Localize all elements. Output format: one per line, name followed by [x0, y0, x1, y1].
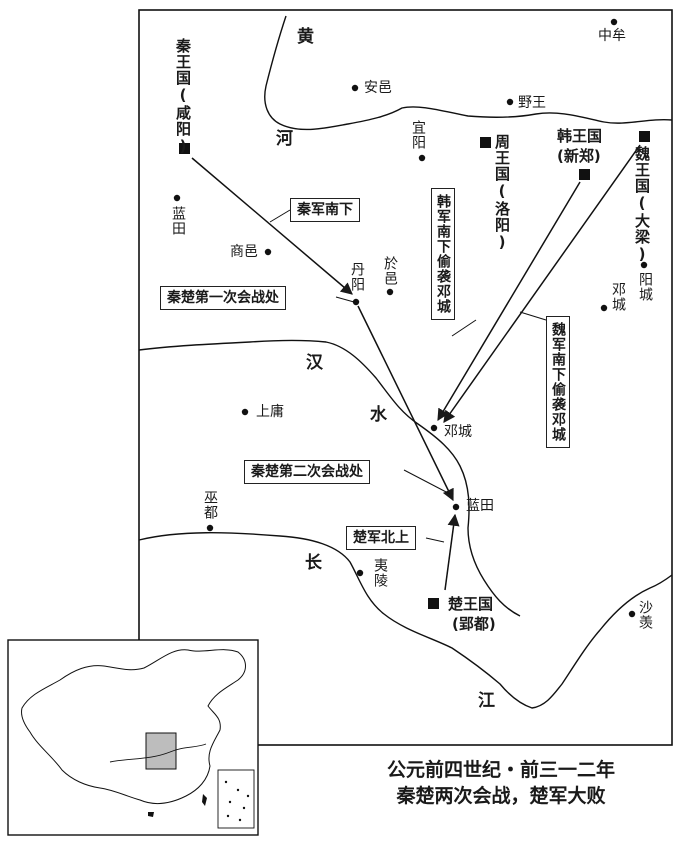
place-label-shaxian: 沙羡 — [637, 600, 653, 630]
river-label-shui: 水 — [370, 405, 387, 425]
china-outline — [21, 649, 246, 804]
han-river — [138, 339, 521, 617]
place-label-wudu: 巫都 — [202, 490, 218, 520]
place-label-yiyang: 宜阳 — [410, 120, 426, 150]
place-label-danyang: 丹阳 — [349, 262, 365, 292]
leader-qin-south — [269, 209, 291, 223]
capital-label-qin: 秦王国(咸阳) — [174, 38, 192, 156]
place-label-yiling: 夷陵 — [372, 558, 388, 588]
yellow-river — [264, 15, 673, 131]
annotation-han-raid: 韩军南下偷袭邓城 — [431, 188, 455, 320]
dot-lantian-qin — [173, 194, 181, 202]
capital-marker-qin — [179, 143, 190, 154]
hainan-island — [148, 812, 154, 817]
place-label-shangyong: 上庸 — [256, 404, 284, 420]
capital-marker-zhou — [480, 137, 491, 148]
dot-anyi — [351, 84, 359, 92]
dot-yuyi — [386, 288, 394, 296]
dot-shangyong — [241, 408, 249, 416]
place-label-anyi: 安邑 — [364, 80, 392, 96]
leader-battle1 — [335, 296, 355, 303]
annotation-wei-raid: 魏军南下偷袭邓城 — [546, 316, 570, 448]
annotation-battle1: 秦楚第一次会战处 — [160, 286, 286, 310]
map-title-line1: 公元前四世纪・前三一二年 — [386, 759, 615, 781]
wei-arrow — [443, 144, 641, 423]
river-label-jiang: 江 — [478, 691, 495, 711]
annotation-battle2: 秦楚第二次会战处 — [244, 460, 370, 484]
dot-zhongmou — [610, 18, 618, 26]
capital-label-han-2: (新郑) — [557, 147, 601, 165]
place-label-yuyi: 於邑 — [382, 256, 398, 286]
place-label-lantian-qin: 蓝田 — [170, 206, 186, 236]
dot-dengcheng — [430, 424, 438, 432]
capital-marker-chu — [428, 598, 439, 609]
river-label-huang: 黄 — [297, 27, 314, 47]
capital-label-chu-1: 楚王国 — [448, 595, 494, 613]
inset-islands — [224, 780, 250, 822]
place-label-zhongmou: 中牟 — [598, 28, 626, 44]
chu-arrow — [444, 513, 460, 591]
capital-label-zhou: 周王国(洛阳) — [493, 134, 511, 252]
place-label-yewang: 野王 — [518, 95, 546, 111]
place-label-dengcheng: 邓城 — [444, 424, 472, 440]
inset-highlight — [145, 732, 177, 770]
leader-han-raid — [451, 319, 477, 337]
dot-danyang — [352, 298, 360, 306]
dot-yewang — [506, 98, 514, 106]
annotation-chu-north: 楚军北上 — [346, 526, 416, 550]
qin-arrow — [191, 157, 353, 295]
capital-label-chu-2: (郢都) — [452, 615, 496, 633]
place-label-shangyi: 商邑 — [230, 244, 258, 260]
leader-battle2 — [403, 469, 451, 495]
capital-marker-wei — [639, 131, 650, 142]
dot-dengcheng-wei — [600, 304, 608, 312]
inset-river — [109, 743, 207, 763]
leader-wei-raid — [519, 311, 547, 321]
place-label-lantian-chu: 蓝田 — [466, 498, 494, 514]
inset-sea-box — [217, 769, 255, 829]
dot-yiling — [356, 569, 364, 577]
capital-label-han-1: 韩王国 — [557, 127, 603, 145]
yangtze-river — [138, 532, 673, 709]
annotation-qin-south: 秦军南下 — [290, 198, 360, 222]
han-arrow — [437, 181, 581, 422]
dot-lantian-chu — [452, 503, 460, 511]
leader-chu-north — [425, 537, 445, 543]
place-label-dengcheng-wei: 邓城 — [610, 282, 626, 312]
qin-arrow-2 — [357, 305, 454, 502]
dot-wudu — [206, 524, 214, 532]
capital-label-wei: 魏王国(大梁) — [633, 146, 651, 264]
river-label-he: 河 — [276, 129, 293, 149]
map-frame — [138, 9, 673, 746]
dot-shangyi — [264, 248, 272, 256]
taiwan-island — [202, 794, 207, 806]
river-label-han: 汉 — [306, 353, 323, 373]
dot-yiyang — [418, 154, 426, 162]
map-title-line2: 秦楚两次会战，楚军大败 — [396, 785, 606, 807]
capital-marker-han — [579, 169, 590, 180]
river-label-chang: 长 — [305, 553, 322, 573]
place-label-yangcheng: 阳城 — [637, 272, 653, 302]
dot-yangcheng — [640, 261, 648, 269]
dot-shaxian — [628, 610, 636, 618]
